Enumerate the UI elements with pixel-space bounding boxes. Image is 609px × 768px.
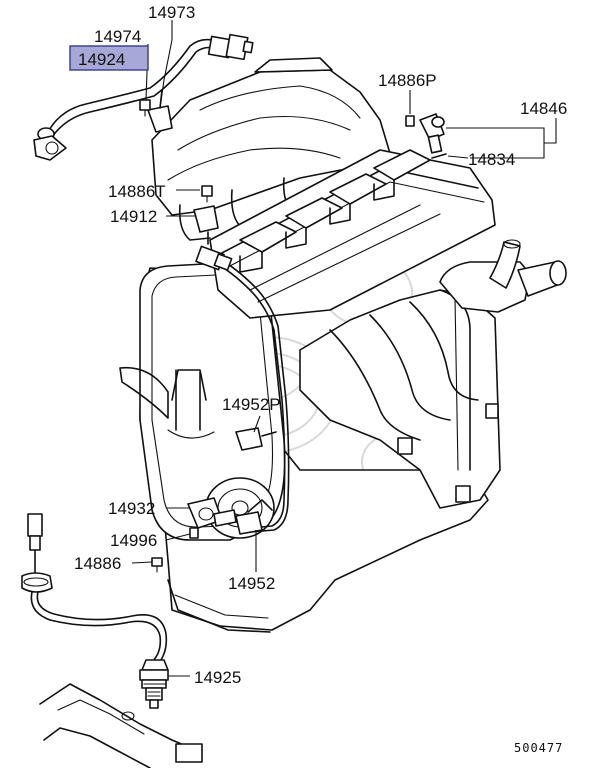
callout-labels: 14973 14974 14924 14886P 14846 14834 148… [74,3,567,687]
callout-14886[interactable]: 14886 [74,554,121,573]
callout-14932[interactable]: 14932 [108,499,155,518]
callout-14973[interactable]: 14973 [148,3,195,22]
callout-14912[interactable]: 14912 [110,207,157,226]
highlight-14924 [69,45,149,71]
callout-14886P[interactable]: 14886P [378,71,437,90]
intake-manifold [151,57,393,241]
water-outlet [439,239,567,313]
callout-14952[interactable]: 14952 [228,574,275,593]
bolt-and-bracket-14912 [193,185,219,245]
callout-14846[interactable]: 14846 [520,99,567,118]
callout-14834[interactable]: 14834 [468,150,515,169]
callout-14886T[interactable]: 14886T [108,182,166,201]
coil-packs [239,149,431,273]
cam-sensor-14846 [405,113,447,159]
cylinder-head [209,149,496,319]
leader-lines [131,20,557,677]
callout-14996[interactable]: 14996 [110,531,157,550]
crank-sensor-harness [187,245,290,539]
callout-14925[interactable]: 14925 [194,668,241,687]
callout-14974[interactable]: 14974 [94,27,141,46]
rear-oxygen-sensor-harness-14924 [33,33,254,161]
callout-14924[interactable]: 14924 [78,50,125,69]
front-oxygen-sensor-14925 [21,513,169,709]
callout-14952P[interactable]: 14952P [222,395,281,414]
diagram-code: 500477 [514,741,563,755]
exhaust-pipe [39,683,203,768]
